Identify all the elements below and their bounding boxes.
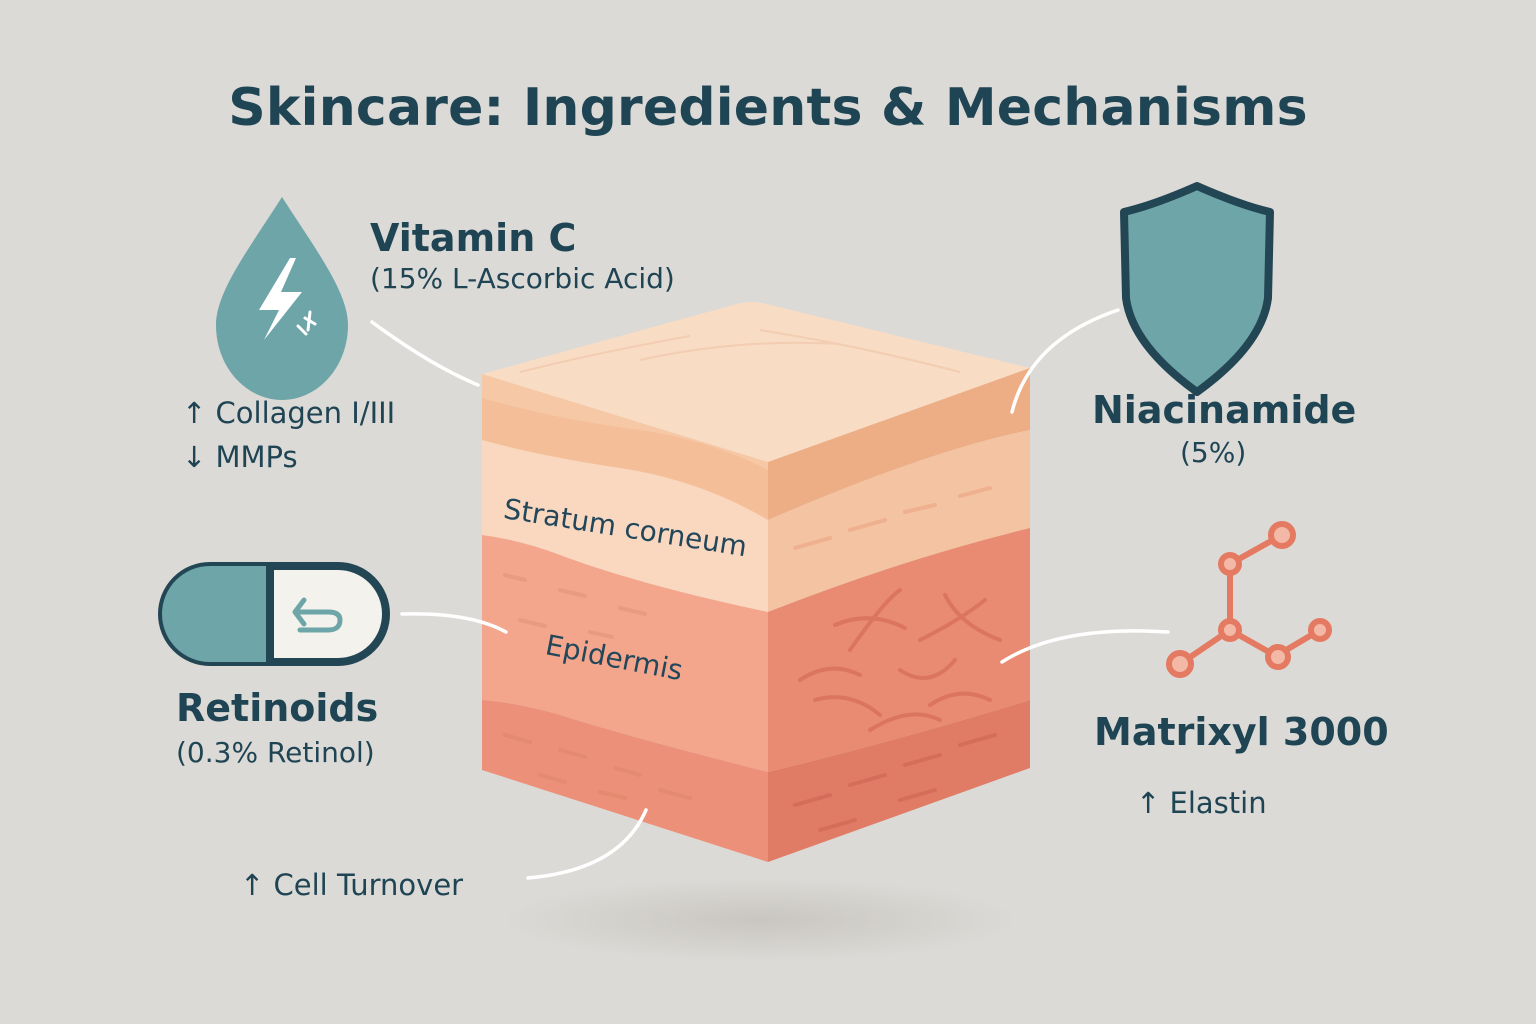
niacinamide-name: Niacinamide xyxy=(1092,388,1357,432)
shield-icon xyxy=(1120,182,1274,396)
epidermis-texture xyxy=(503,573,647,639)
front-layer-epidermis xyxy=(482,535,768,772)
vitamin-c-name: Vitamin C xyxy=(370,216,577,260)
droplet-lightning-icon xyxy=(216,197,348,400)
collagen-fibers xyxy=(798,588,1002,732)
side-layer-stratum xyxy=(768,430,1030,612)
retinoids-name: Retinoids xyxy=(176,686,379,730)
side-stratum-texture xyxy=(793,486,992,550)
side-dermis-texture xyxy=(793,733,997,832)
matrixyl-effect: ↑ Elastin xyxy=(1136,786,1267,820)
side-layer-surface xyxy=(768,368,1030,520)
molecule-icon xyxy=(1166,521,1332,678)
matrixyl-name: Matrixyl 3000 xyxy=(1094,710,1389,754)
connector-niacinamide xyxy=(1010,308,1120,414)
side-layer-dermis xyxy=(768,700,1030,862)
niacinamide-detail: (5%) xyxy=(1180,436,1247,469)
vitamin-c-effect-2: ↓ MMPs xyxy=(182,440,298,474)
dermis-texture xyxy=(503,733,692,800)
cube-shadow xyxy=(500,878,1020,962)
skin-cube xyxy=(482,302,1030,862)
front-layer-dermis xyxy=(482,700,768,862)
side-layer-epidermis xyxy=(768,528,1030,772)
retinoids-effect: ↑ Cell Turnover xyxy=(240,868,464,902)
connector-matrixyl xyxy=(1000,629,1170,664)
vitamin-c-detail: (15% L-Ascorbic Acid) xyxy=(370,262,675,295)
retinoids-detail: (0.3% Retinol) xyxy=(176,736,375,769)
connector-cell-turnover xyxy=(526,808,648,880)
connector-lines xyxy=(370,308,1170,880)
front-layer-stratum-band xyxy=(482,398,768,520)
page-title: Skincare: Ingredients & Mechanisms xyxy=(228,78,1308,138)
vitamin-c-effect-1: ↑ Collagen I/III xyxy=(182,396,396,430)
capsule-icon xyxy=(158,562,390,666)
connector-retinoids xyxy=(400,612,508,634)
connector-vitamin-c xyxy=(370,320,480,387)
cube-top-face xyxy=(482,302,1030,462)
